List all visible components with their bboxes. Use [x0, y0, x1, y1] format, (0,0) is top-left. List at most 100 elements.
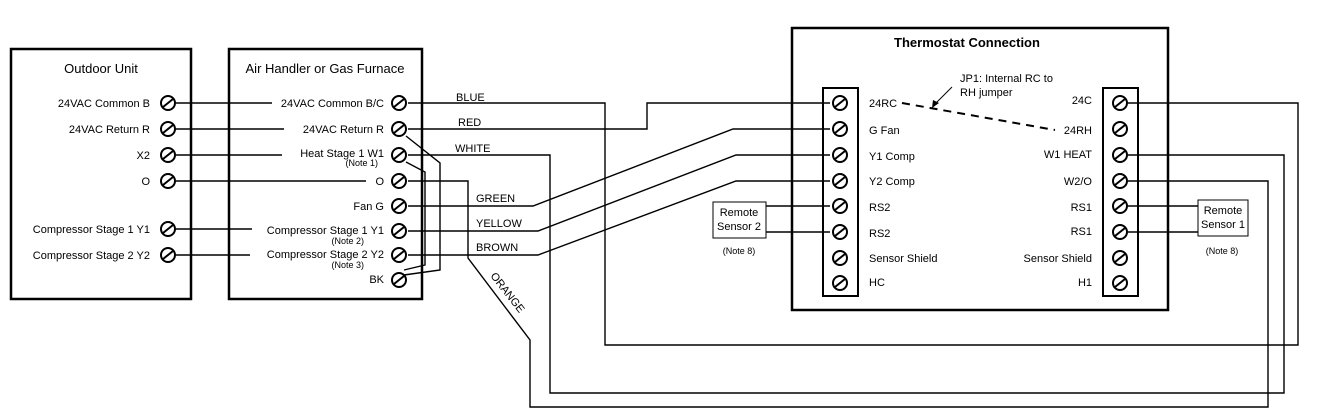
wire-green	[408, 128, 830, 207]
terminal-screw-icon	[832, 121, 848, 137]
air-handler-terminal-label: BK	[369, 274, 384, 286]
outdoor-terminal-label: 24VAC Return R	[69, 124, 150, 136]
terminal-screw-icon	[832, 173, 848, 189]
outdoor-unit: Outdoor Unit 24VAC Common B 24VAC Return…	[9, 47, 193, 301]
thermostat: Thermostat Connection JP1: Internal RC t…	[790, 26, 1170, 312]
remote-sensor-1-line1: Remote	[1204, 205, 1243, 217]
air-handler-terminal-label: 24VAC Return R	[303, 124, 384, 136]
wire-yellow	[408, 154, 830, 232]
terminal-screw-icon	[832, 224, 848, 240]
thermostat-left-label: Y1 Comp	[869, 151, 915, 163]
remote-sensor-2-line2: Sensor 2	[717, 221, 761, 233]
terminal-screw-icon	[160, 121, 176, 137]
label-white: WHITE	[455, 143, 490, 155]
terminal-screw-icon	[1112, 173, 1128, 189]
terminal-screw-icon	[160, 147, 176, 163]
remote-sensor-1-note: (Note 8)	[1206, 246, 1239, 256]
air-handler-terminal-label: O	[375, 176, 384, 188]
thermostat-left-label: 24RC	[869, 98, 897, 110]
remote-sensor-2-line1: Remote	[720, 207, 759, 219]
thermostat-right-label: W1 HEAT	[1044, 149, 1092, 161]
thermostat-right-label: RS1	[1071, 226, 1092, 238]
jp1-jumper-line	[901, 102, 1056, 131]
wire-blue	[408, 102, 1299, 346]
jp1-note-line1: JP1: Internal RC to	[960, 73, 1053, 85]
right-terminal-strip	[1102, 87, 1139, 297]
remote-sensor-2-note: (Note 8)	[723, 246, 756, 256]
wire-red	[408, 102, 830, 130]
label-yellow: YELLOW	[476, 218, 522, 230]
remote-sensor-1-line2: Sensor 1	[1201, 219, 1245, 231]
air-handler-note: (Note 2)	[331, 236, 364, 246]
thermostat-title: Thermostat Connection	[894, 35, 1040, 50]
terminal-screw-icon	[832, 198, 848, 214]
outdoor-terminal-label: Compressor Stage 1 Y1	[33, 224, 150, 236]
air-handler-terminal-label: Fan G	[353, 201, 384, 213]
thermostat-right-label: W2/O	[1064, 176, 1093, 188]
wire-labels: BLUE RED WHITE GREEN YELLOW BROWN ORANGE	[455, 92, 526, 315]
air-handler-terminal-label: Compressor Stage 1 Y1	[267, 225, 384, 237]
wire-white	[408, 154, 1285, 394]
thermostat-left-label: HC	[869, 277, 885, 289]
terminal-screw-icon	[1112, 275, 1128, 291]
terminal-screw-icon	[160, 221, 176, 237]
thermostat-right-label: 24C	[1072, 95, 1092, 107]
outdoor-terminal-label: Compressor Stage 2 Y2	[33, 250, 150, 262]
terminal-screw-icon	[391, 95, 407, 111]
terminal-screw-icon	[391, 223, 407, 239]
remote-sensor-1: Remote Sensor 1 (Note 8)	[1197, 199, 1249, 256]
label-green: GREEN	[476, 193, 515, 205]
air-handler-note: (Note 3)	[331, 260, 364, 270]
label-red: RED	[458, 117, 481, 129]
thermostat-left-label: Y2 Comp	[869, 176, 915, 188]
air-handler-title: Air Handler or Gas Furnace	[246, 61, 405, 76]
thermostat-right-label: 24RH	[1064, 125, 1092, 137]
air-handler-terminal-label: 24VAC Common B/C	[281, 98, 384, 110]
wire-w1-bk-jumper	[403, 161, 426, 271]
terminal-screw-icon	[391, 198, 407, 214]
wire-brown	[408, 180, 830, 256]
terminal-screw-icon	[391, 272, 407, 288]
terminal-screw-icon	[391, 147, 407, 163]
air-handler-box	[227, 47, 424, 301]
jp1-note-line2: RH jumper	[960, 87, 1013, 99]
terminal-screw-icon	[1112, 121, 1128, 137]
outdoor-unit-box	[9, 47, 193, 301]
terminal-screw-icon	[1112, 224, 1128, 240]
outdoor-terminal-label: 24VAC Common B	[58, 98, 150, 110]
terminal-screw-icon	[1112, 198, 1128, 214]
wire-orange	[408, 180, 1269, 408]
remote-sensor-1-box	[1197, 199, 1249, 237]
thermostat-left-label: G Fan	[869, 125, 900, 137]
outdoor-unit-title: Outdoor Unit	[64, 61, 138, 76]
thermostat-right-label: H1	[1078, 277, 1092, 289]
thermostat-left-label: RS2	[869, 202, 890, 214]
thermostat-left-label: Sensor Shield	[869, 253, 938, 265]
left-terminal-strip	[822, 87, 859, 297]
terminal-screws	[160, 95, 1128, 291]
air-handler-terminal-label: Compressor Stage 2 Y2	[267, 249, 384, 261]
label-blue: BLUE	[456, 92, 485, 104]
thermostat-left-label: RS2	[869, 228, 890, 240]
thermostat-right-label: RS1	[1071, 202, 1092, 214]
jp1-callout-arrow	[932, 100, 939, 108]
terminal-screw-icon	[391, 173, 407, 189]
terminal-screw-icon	[1112, 95, 1128, 111]
air-handler-note: (Note 1)	[345, 158, 378, 168]
outdoor-terminal-label: O	[141, 176, 150, 188]
remote-sensor-2-box	[712, 201, 767, 239]
air-handler: Air Handler or Gas Furnace 24VAC Common …	[227, 47, 424, 301]
terminal-screw-icon	[1112, 147, 1128, 163]
thermostat-box	[790, 26, 1170, 312]
label-brown: BROWN	[476, 242, 518, 254]
terminal-screw-icon	[832, 95, 848, 111]
terminal-screw-icon	[391, 247, 407, 263]
terminal-screw-icon	[832, 275, 848, 291]
terminal-screw-icon	[1112, 250, 1128, 266]
terminal-screw-icon	[160, 173, 176, 189]
terminal-screw-icon	[160, 95, 176, 111]
terminal-screw-icon	[832, 147, 848, 163]
air-handler-terminal-label: Heat Stage 1 W1	[300, 148, 384, 160]
